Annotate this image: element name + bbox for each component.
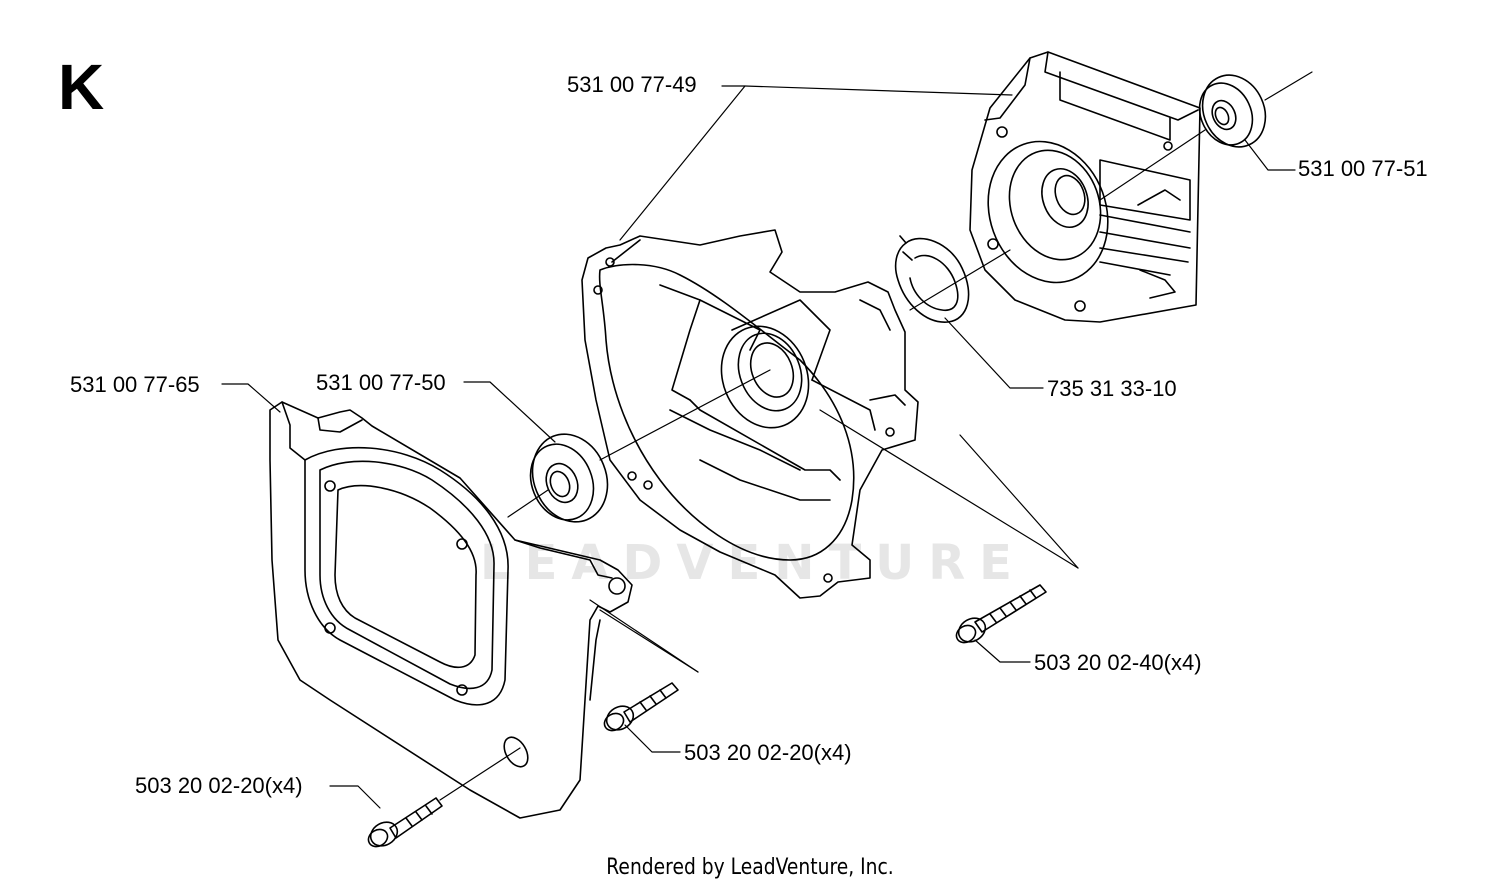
- screw-503-20-02-20-low: [367, 797, 443, 848]
- part-label-531-00-77-50[interactable]: 531 00 77-50: [316, 370, 446, 395]
- leader-735-31-33-10: [944, 317, 1044, 389]
- leader-531-00-77-65: [221, 383, 281, 413]
- part-label-531-00-77-49[interactable]: 531 00 77-49: [567, 72, 697, 97]
- section-letter: K: [58, 51, 105, 123]
- leader-531-00-77-49: [721, 85, 1013, 96]
- crankcase-center-part: [581, 229, 919, 599]
- part-label-503-20-02-40[interactable]: 503 20 02-40(x4): [1034, 650, 1202, 675]
- leader-lines: [221, 71, 1313, 809]
- starter-housing-part: [269, 401, 633, 819]
- crankcase-right-part: [969, 51, 1201, 323]
- screw-503-20-02-40: [955, 584, 1047, 644]
- leader-531-00-77-50: [463, 381, 556, 443]
- leader-503-20-02-40: [974, 639, 1031, 663]
- part-label-503-20-02-20-mid[interactable]: 503 20 02-20(x4): [684, 740, 852, 765]
- footer-credit: Rendered by LeadVenture, Inc.: [606, 855, 894, 880]
- leader-531-00-77-51: [1244, 139, 1296, 171]
- part-label-503-20-02-20-low[interactable]: 503 20 02-20(x4): [135, 773, 303, 798]
- screw-503-20-02-20-mid: [603, 682, 679, 732]
- part-label-531-00-77-51[interactable]: 531 00 77-51: [1298, 156, 1428, 181]
- leader-503-20-02-20-low: [329, 785, 381, 809]
- part-label-531-00-77-65[interactable]: 531 00 77-65: [70, 372, 200, 397]
- leader-503-20-02-20-mid: [624, 724, 681, 753]
- circlip-part: [894, 235, 970, 323]
- bearing-part: [529, 433, 609, 523]
- part-label-735-31-33-10[interactable]: 735 31 33-10: [1047, 376, 1177, 401]
- oil-seal-part: [1198, 74, 1267, 148]
